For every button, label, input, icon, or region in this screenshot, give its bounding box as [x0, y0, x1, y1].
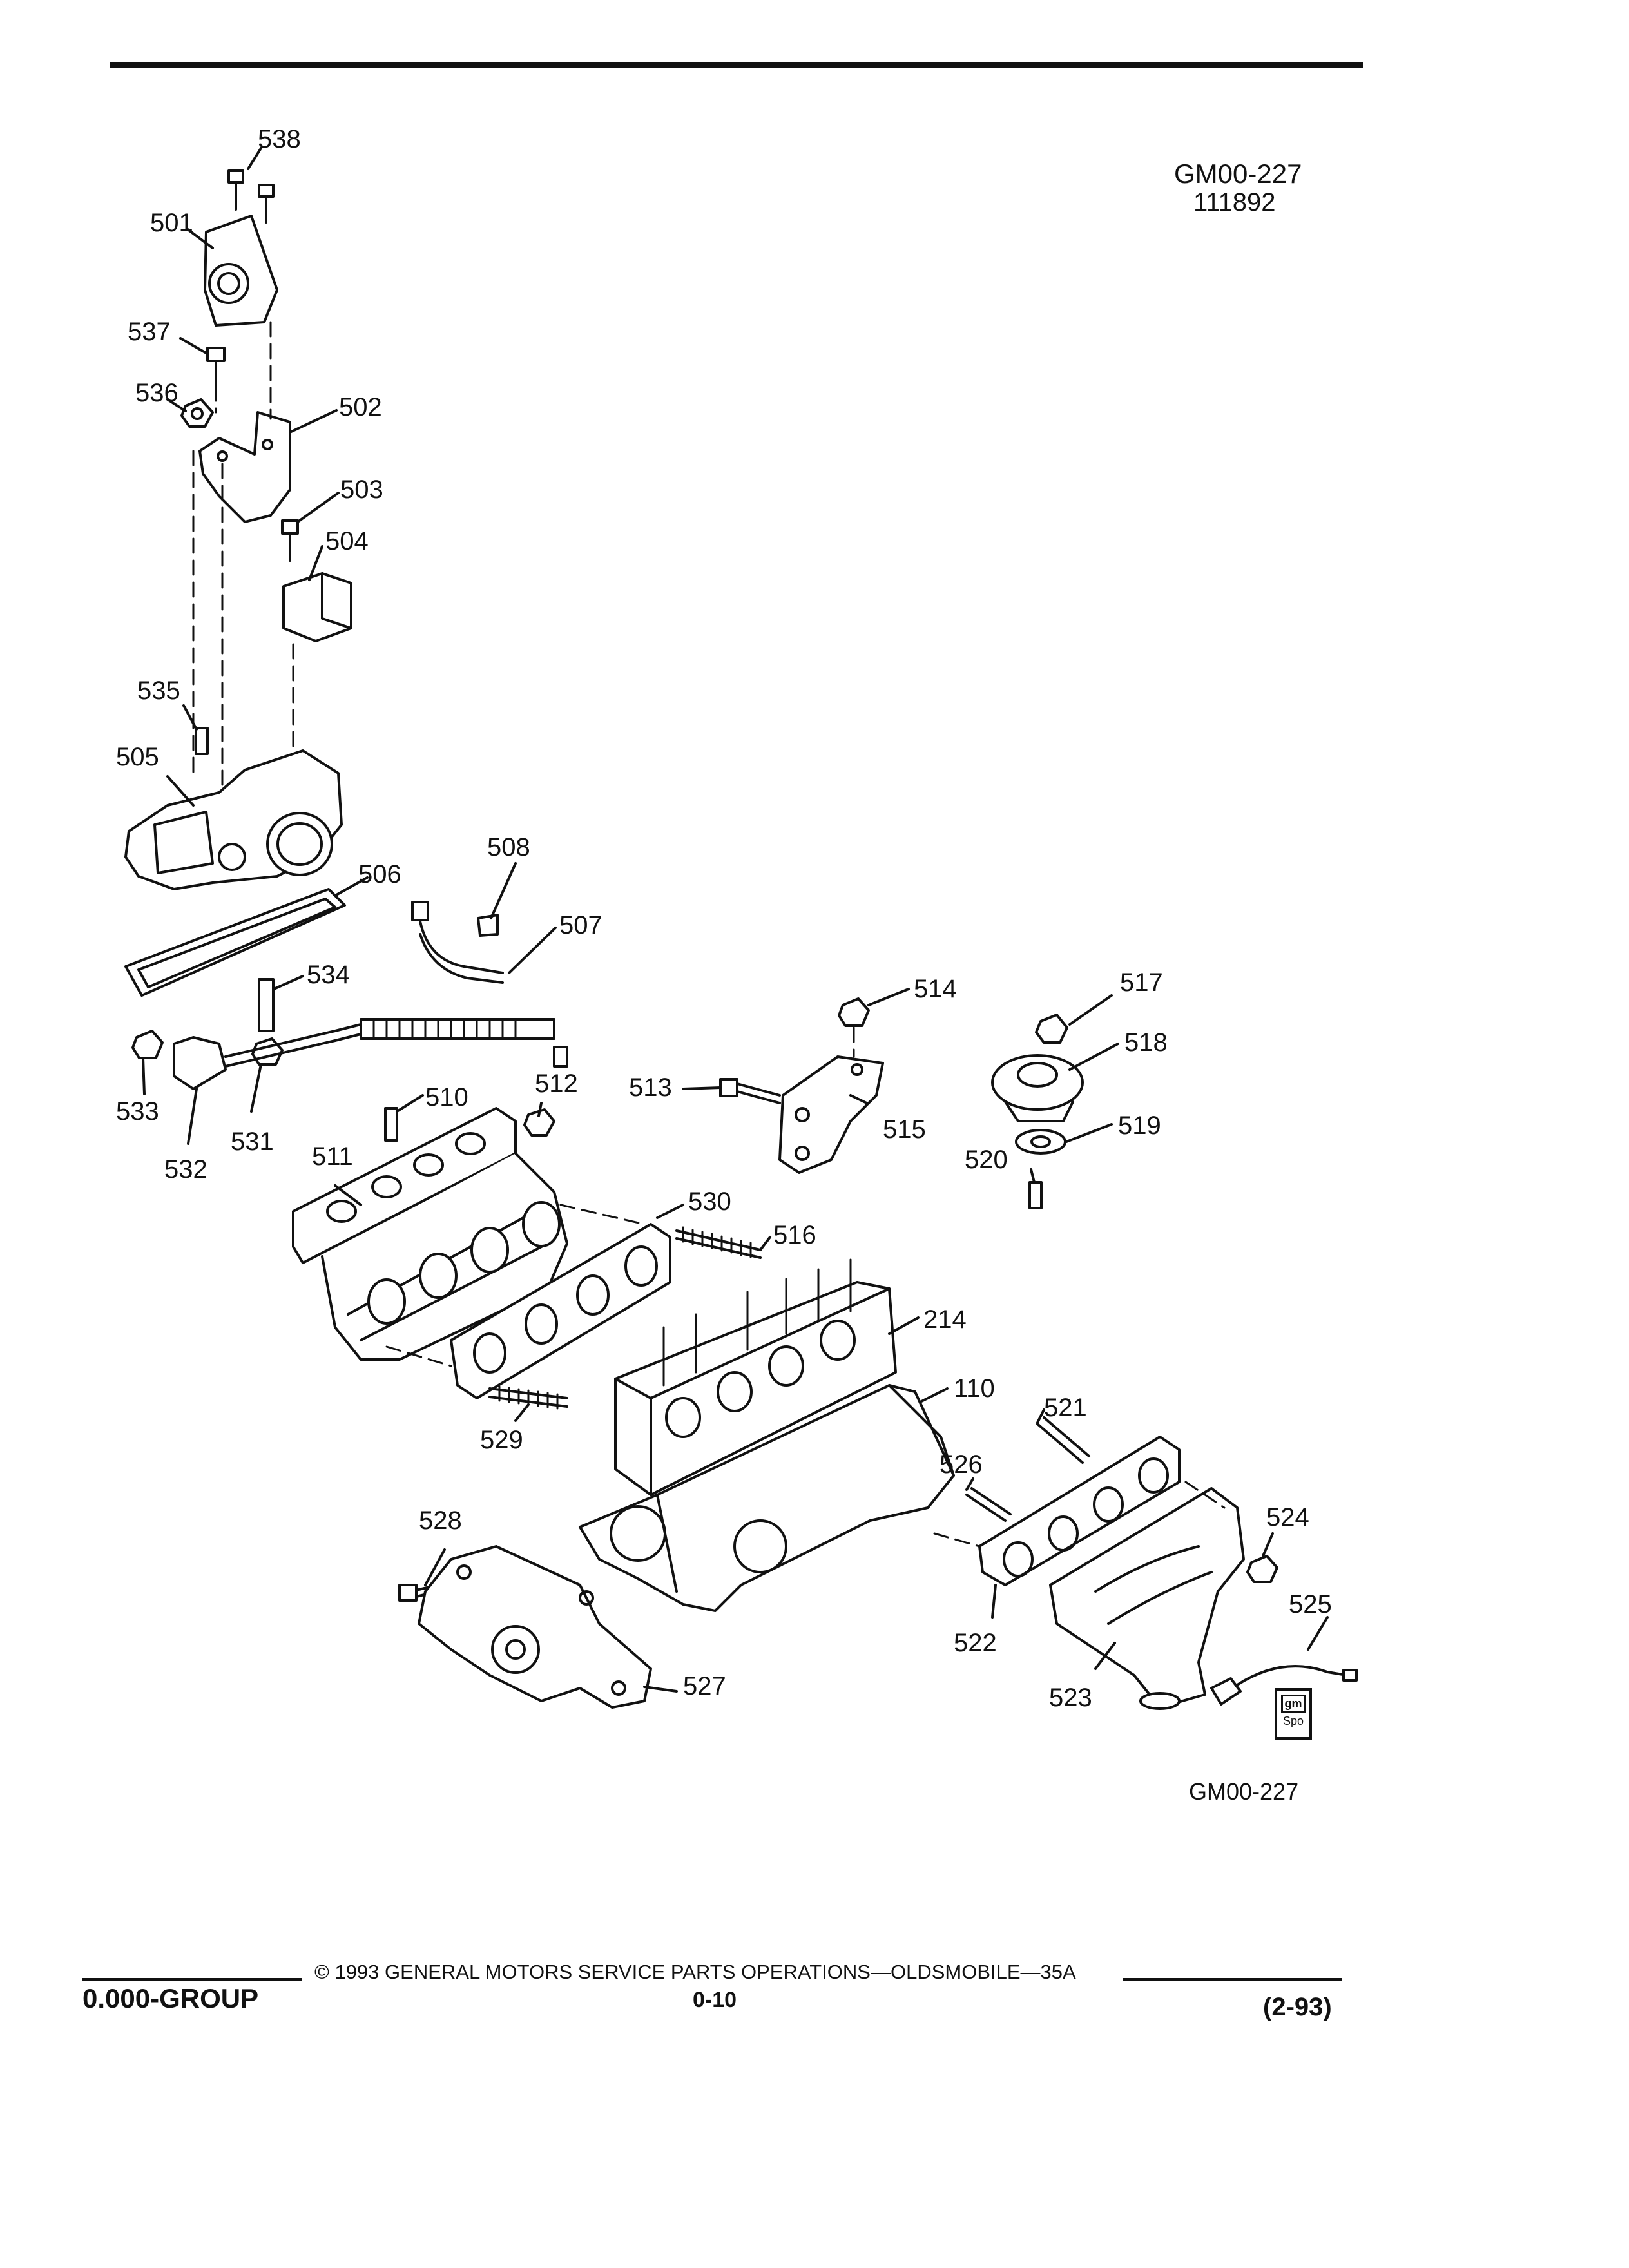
- nut-531: [251, 1037, 284, 1066]
- callout-504: 504: [325, 527, 369, 555]
- diagram-code: GM00-227: [1174, 159, 1302, 189]
- stud-535: [195, 727, 209, 755]
- stud-534: [258, 978, 275, 1032]
- callout-214: 214: [923, 1305, 967, 1334]
- part-519-gasket: [1015, 1129, 1066, 1155]
- callout-538: 538: [258, 125, 301, 153]
- gm-spo-badge: gm Spo: [1275, 1688, 1312, 1740]
- part-515-bracket: [778, 1055, 884, 1174]
- callout-534: 534: [307, 961, 350, 989]
- leader-lines: [142, 147, 1329, 1693]
- diagram-date: 111892: [1193, 188, 1276, 216]
- callout-527: 527: [683, 1672, 726, 1700]
- part-214-cylinder-head: [614, 1258, 897, 1496]
- part-532-egr-pipe: [173, 1018, 568, 1090]
- bolt-538-pair: [227, 169, 275, 224]
- part-502-bracket: [198, 411, 291, 523]
- callout-520: 520: [965, 1146, 1008, 1174]
- stud-526: [965, 1487, 1012, 1522]
- footer-revision: (2-93): [1263, 1993, 1332, 2021]
- callout-514: 514: [914, 975, 957, 1003]
- bolt-503: [281, 519, 299, 562]
- stud-516: [675, 1226, 762, 1259]
- callout-531: 531: [231, 1128, 274, 1156]
- footer-rule-left: [82, 1978, 302, 1981]
- nut-536: [180, 398, 214, 428]
- callout-110: 110: [954, 1374, 995, 1403]
- bolt-513: [719, 1078, 781, 1104]
- callout-511: 511: [312, 1142, 353, 1171]
- callout-513: 513: [629, 1073, 672, 1102]
- callout-508: 508: [487, 833, 530, 861]
- callout-505: 505: [116, 743, 159, 771]
- callout-516: 516: [773, 1221, 816, 1249]
- callout-528: 528: [419, 1506, 462, 1535]
- part-518-egr-valve: [991, 1054, 1084, 1122]
- nut-533: [131, 1030, 164, 1059]
- callout-515: 515: [883, 1115, 926, 1144]
- callout-529: 529: [480, 1426, 523, 1454]
- callout-532: 532: [164, 1155, 207, 1184]
- callout-501: 501: [150, 209, 193, 237]
- figure-code-bottom: GM00-227: [1189, 1778, 1299, 1805]
- callout-526: 526: [940, 1450, 983, 1479]
- nut-524: [1246, 1555, 1278, 1583]
- callout-517: 517: [1120, 968, 1163, 997]
- callout-536: 536: [135, 379, 178, 407]
- stud-529: [488, 1385, 568, 1410]
- part-527-front-cover: [418, 1545, 652, 1709]
- nut-514: [838, 997, 870, 1027]
- nut-517: [1035, 1014, 1068, 1044]
- callout-530: 530: [688, 1187, 731, 1216]
- callout-507: 507: [559, 911, 602, 939]
- part-501-cover: [204, 215, 278, 327]
- footer-rule-right: [1123, 1978, 1342, 1981]
- callout-525: 525: [1289, 1590, 1332, 1619]
- callout-510: 510: [425, 1083, 468, 1111]
- footer-page: 0-10: [693, 1988, 737, 2012]
- part-530-gasket: [450, 1223, 671, 1399]
- part-507-hose: [411, 901, 504, 984]
- part-522-gasket: [978, 1436, 1181, 1586]
- callout-522: 522: [954, 1629, 997, 1657]
- stud-520: [1028, 1181, 1043, 1209]
- callout-535: 535: [137, 677, 180, 705]
- footer-group: 0.000-GROUP: [82, 1983, 259, 2013]
- part-508-clip: [477, 914, 499, 937]
- part-505-throttle-body: [124, 749, 343, 890]
- callout-523: 523: [1049, 1684, 1092, 1712]
- part-525-oxygen-sensor: [1210, 1665, 1358, 1706]
- callout-502: 502: [339, 393, 382, 421]
- callout-521: 521: [1044, 1394, 1087, 1422]
- spo-logo-text: Spo: [1282, 1715, 1304, 1727]
- part-506-gasket: [124, 888, 346, 997]
- callout-503: 503: [340, 476, 383, 504]
- top-rule: [110, 62, 1363, 68]
- callout-506: 506: [358, 860, 401, 889]
- callout-533: 533: [116, 1097, 159, 1126]
- callout-519: 519: [1118, 1111, 1161, 1140]
- callout-512: 512: [535, 1070, 578, 1098]
- bolt-537: [206, 347, 226, 388]
- nut-512: [523, 1108, 555, 1137]
- part-504-sensor: [282, 572, 352, 642]
- callout-524: 524: [1266, 1503, 1309, 1532]
- stud-521: [1036, 1416, 1090, 1464]
- part-523-exhaust-manifold: [1049, 1487, 1245, 1710]
- part-110-engine-block: [579, 1384, 955, 1612]
- pin-510: [384, 1107, 398, 1142]
- gm-logo-text: gm: [1281, 1695, 1306, 1713]
- callout-518: 518: [1124, 1028, 1168, 1057]
- callout-537: 537: [128, 318, 171, 346]
- footer-copyright: © 1993 GENERAL MOTORS SERVICE PARTS OPER…: [314, 1961, 1076, 1983]
